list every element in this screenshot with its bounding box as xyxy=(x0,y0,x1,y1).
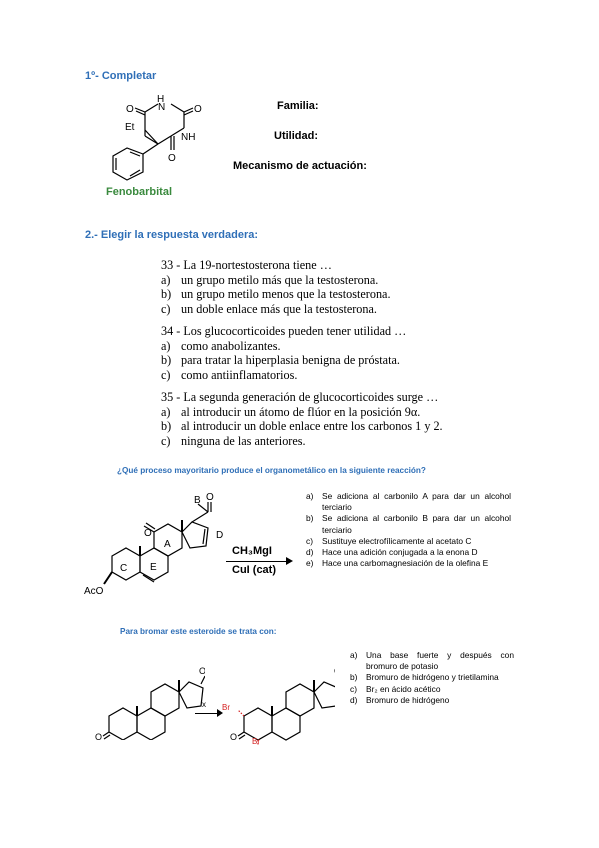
question-stem: 34 - Los glucocorticoides pueden tener u… xyxy=(161,324,407,338)
label-b: B xyxy=(194,495,201,506)
arrow-label: x xyxy=(202,700,206,709)
option-a: a)Se adiciona al carbonilo A para dar un… xyxy=(306,491,511,513)
question-stem: 35 - La segunda generación de glucocorti… xyxy=(161,390,439,404)
question-33: 33 - La 19-nortestosterona tiene … a)un … xyxy=(161,258,391,316)
atom-aco: AcO xyxy=(84,586,104,597)
reaction-arrowhead xyxy=(286,557,293,565)
option-e: e)Hace una carbomagnesiación de la olefi… xyxy=(306,558,489,569)
steroid-start-structure: O O xyxy=(95,666,205,740)
label-e: E xyxy=(150,562,157,573)
option-c: c)un doble enlace más que la testosteron… xyxy=(161,301,377,316)
option-c: c)como antiinflamatorios. xyxy=(161,367,298,382)
atom-n1b: N xyxy=(158,102,165,113)
atom-o-3b: O xyxy=(230,732,237,742)
atom-n1: H xyxy=(157,94,164,105)
atom-o1: O xyxy=(126,104,134,115)
option-c: c)ninguna de las anteriores. xyxy=(161,433,306,448)
question-stem: 33 - La 19-nortestosterona tiene … xyxy=(161,258,332,272)
option-c: c)Sustituye electrofílicamente al acetat… xyxy=(306,535,472,546)
label-c: C xyxy=(120,563,127,574)
option-d: d)Bromuro de hidrógeno xyxy=(350,694,450,705)
field-utilidad: Utilidad: xyxy=(274,130,318,142)
atom-br-4: Br xyxy=(252,737,260,745)
option-b: b)Se adiciona al carbonilo B para dar un… xyxy=(306,513,511,535)
option-d: d)Hace una adición conjugada a la enona … xyxy=(306,547,478,558)
question-3-title: ¿Qué proceso mayoritario produce el orga… xyxy=(117,466,426,475)
option-b: b)al introducir un doble enlace entre lo… xyxy=(161,419,443,434)
option-b: b)Bromuro de hidrógeno y trietilamina xyxy=(350,672,499,683)
section-1-title: 1º- Completar xyxy=(85,70,157,82)
field-familia: Familia: xyxy=(277,100,319,112)
steroid-dibromo-structure: Br Br O O xyxy=(222,666,335,745)
option-a: a)al introducir un átomo de flúor en la … xyxy=(161,404,421,419)
atom-o2: O xyxy=(194,104,202,115)
atom-o-3: O xyxy=(95,732,102,740)
atom-br-2: Br xyxy=(222,703,230,712)
atom-o-acetyl: O xyxy=(206,492,214,503)
question-35: 35 - La segunda generación de glucocorti… xyxy=(161,390,443,448)
field-mecanismo: Mecanismo de actuación: xyxy=(233,160,367,172)
question-4-title: Para bromar este esteroide se trata con: xyxy=(120,627,277,636)
atom-o-17: O xyxy=(199,666,205,676)
option-a: a)un grupo metilo más que la testosteron… xyxy=(161,272,379,287)
option-c: c)Br₂ en ácido acético xyxy=(350,683,441,694)
label-a: A xyxy=(164,539,171,550)
reagent-2: CuI (cat) xyxy=(232,564,276,576)
option-b: b)un grupo metilo menos que la testoster… xyxy=(161,287,391,302)
atom-o-ring: O xyxy=(144,528,152,539)
molecule-name: Fenobarbital xyxy=(106,186,173,198)
question-4-options: a)Una base fuerte y después con bromuro … xyxy=(350,650,514,706)
section-2-title: 2.- Elegir la respuesta verdadera: xyxy=(85,229,259,241)
phenobarbital-structure: H N NH O O O Et xyxy=(112,94,202,181)
atom-o3: O xyxy=(168,153,176,164)
atom-o-17b: O xyxy=(334,666,335,676)
option-a: a)Una base fuerte y después con bromuro … xyxy=(350,650,514,672)
option-a: a)como anabolizantes. xyxy=(161,338,281,353)
question-34: 34 - Los glucocorticoides pueden tener u… xyxy=(161,324,406,382)
reaction-arrow-2 xyxy=(195,713,219,714)
steroid-reaction-structure: O O B A D C E AcO xyxy=(84,492,223,597)
reagent-1: CH₃MgI xyxy=(232,545,272,557)
option-b: b)para tratar la hiperplasia benigna de … xyxy=(161,353,400,368)
atom-n2: NH xyxy=(181,132,195,143)
reaction-arrowhead-2 xyxy=(217,709,223,717)
question-3-options: a)Se adiciona al carbonilo A para dar un… xyxy=(306,491,511,569)
atom-et: Et xyxy=(125,122,135,133)
reaction-arrow xyxy=(226,561,288,562)
label-d: D xyxy=(216,530,223,541)
